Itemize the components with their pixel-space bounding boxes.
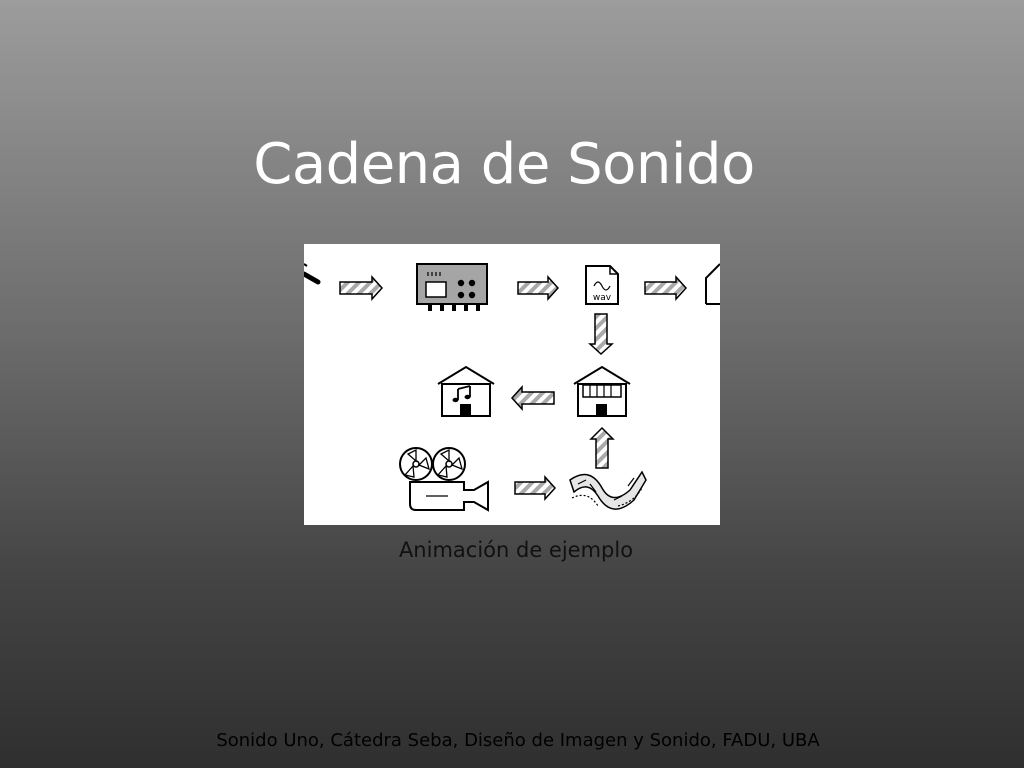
film-strip-icon [569,470,647,510]
wav-label: wav [593,293,612,303]
right-arrow-icon [517,275,560,301]
slide-title: Cadena de Sonido [253,132,755,197]
house-music-icon [437,365,495,417]
microphone-icon [304,263,321,285]
film-projector-icon [399,447,489,512]
up-arrow-icon [589,426,615,469]
down-arrow-icon [588,313,614,356]
cinema-house-icon [573,365,631,417]
left-arrow-icon [510,385,555,411]
slide-footer: Sonido Uno, Cátedra Seba, Diseño de Imag… [216,730,820,751]
right-arrow-icon [644,275,688,301]
sound-chain-diagram: wav [304,244,720,525]
house-icon [705,263,720,305]
right-arrow-icon [339,275,384,301]
audio-interface-icon [416,263,488,311]
right-arrow-icon [514,475,557,501]
diagram-caption: Animación de ejemplo [398,538,634,562]
wav-file-icon: wav [585,265,619,305]
